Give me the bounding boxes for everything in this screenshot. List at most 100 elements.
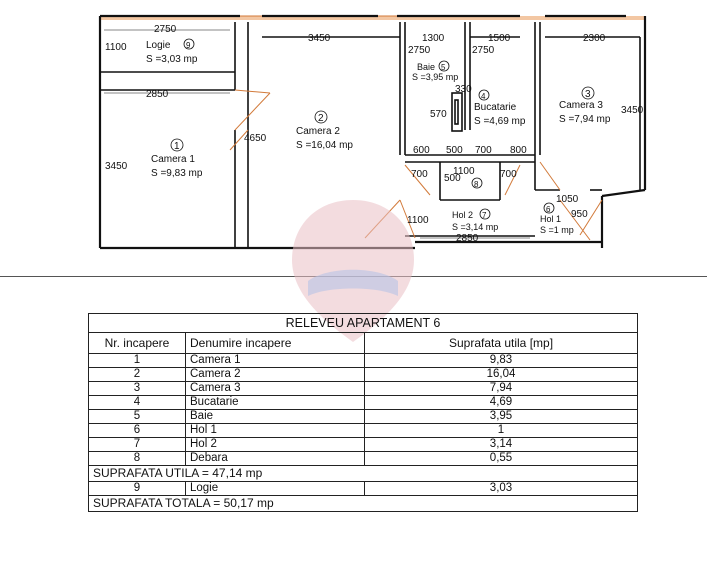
table-row: 2 Camera 2 16,04 [88,367,638,382]
dim-500-debara: 500 [444,173,461,184]
room-number: 2 [318,113,324,124]
dim-500a: 500 [446,145,463,156]
row-nr: 6 [88,423,186,438]
outer-walls [98,14,647,250]
interior-walls [100,22,641,248]
table-row: 4 Bucatarie 4,69 [88,395,638,410]
header-name: Denumire incapere [185,332,365,354]
row-name: Camera 2 [185,367,365,382]
dim-600: 600 [413,145,430,156]
row-nr: 7 [88,437,186,452]
table-title: RELEVEU APARTAMENT 6 [88,313,638,333]
row-nr: 8 [88,451,186,466]
row-area: 3,03 [364,481,638,496]
dim-330: 330 [455,84,472,95]
room-name: Camera 1 [151,154,195,165]
dim-2750-top: 2750 [154,24,177,35]
row-nr: 4 [88,395,186,410]
dim-570: 570 [430,109,447,120]
dim-2300: 2300 [583,33,606,44]
dim-3450-left: 3450 [105,161,128,172]
row-name: Camera 1 [185,353,365,368]
room-name: Camera 3 [559,100,603,111]
row-area: 9,83 [364,353,638,368]
room-number: 9 [186,41,191,50]
row-name: Logie [185,481,365,496]
room-area: S =16,04 mp [296,140,353,151]
logie-balcony-edge [100,16,645,20]
dim-950: 950 [571,209,588,220]
floor-plan: 2750 1100 3450 1300 2750 1500 2750 2300 … [98,14,647,250]
dim-2850-bottom: 2850 [456,233,479,244]
room-area: S =7,94 mp [559,114,611,125]
dim-3450-c3: 3450 [621,105,644,116]
room-area: S =4,69 mp [474,116,526,127]
row-nr: 5 [88,409,186,424]
dim-3450-top: 3450 [308,33,331,44]
total-utila: SUPRAFATA UTILA = 47,14 mp [88,465,638,482]
room-camera-1: 1 Camera 1 S =9,83 mp [151,138,203,179]
table-row: 8 Debara 0,55 [88,451,638,466]
row-area: 3,14 [364,437,638,452]
header-area: Suprafata utila [mp] [364,332,638,354]
room-area: S =9,83 mp [151,168,203,179]
dim-700a: 700 [475,145,492,156]
dim-700-right: 700 [500,169,517,180]
room-number: 8 [474,180,479,189]
dim-1100-debara: 1100 [453,166,475,177]
dim-4650: 4650 [244,133,267,144]
table-row: 1 Camera 1 9,83 [88,353,638,368]
releveu-table: RELEVEU APARTAMENT 6 Nr. incapere Denumi… [88,313,638,512]
room-name: Baie [417,62,435,72]
room-number: 4 [481,92,486,101]
dim-1300: 1300 [422,33,445,44]
row-area: 4,69 [364,395,638,410]
room-number: 7 [482,211,487,220]
row-name: Camera 3 [185,381,365,396]
row-name: Baie [185,409,365,424]
dimensions: 2750 1100 3450 1300 2750 1500 2750 2300 … [104,24,644,244]
row-area: 0,55 [364,451,638,466]
room-name: Bucatarie [474,102,517,113]
table-row: 3 Camera 3 7,94 [88,381,638,396]
table-row-logie: 9 Logie 3,03 [88,481,638,496]
room-area: S =3,14 mp [452,222,498,232]
row-name: Hol 2 [185,437,365,452]
room-area: S =3,95 mp [412,72,458,82]
header-nr: Nr. incapere [88,332,186,354]
dim-2850-top: 2850 [146,89,169,100]
room-number: 1 [174,141,180,152]
table-row: 6 Hol 1 1 [88,423,638,438]
row-area: 7,94 [364,381,638,396]
room-debara: 8 [471,177,483,189]
dim-1050: 1050 [556,194,579,205]
room-bucatarie: 4 Bucatarie S =4,69 mp [474,89,526,127]
room-name: Hol 1 [540,214,561,224]
row-nr: 3 [88,381,186,396]
room-area: S =1 mp [540,225,574,235]
room-baie: Baie 5 S =3,95 mp [412,60,458,82]
dim-1500: 1500 [488,33,511,44]
row-name: Hol 1 [185,423,365,438]
row-area: 1 [364,423,638,438]
room-camera-3: 3 Camera 3 S =7,94 mp [559,86,611,125]
row-name: Bucatarie [185,395,365,410]
room-number: 5 [441,63,446,72]
row-name: Debara [185,451,365,466]
room-name: Logie [146,40,171,51]
dim-800: 800 [510,145,527,156]
room-camera-2: 2 Camera 2 S =16,04 mp [296,110,353,151]
row-area: 16,04 [364,367,638,382]
room-number: 3 [585,89,591,100]
room-name: Camera 2 [296,126,340,137]
section-divider [0,276,707,277]
room-number: 6 [546,205,551,214]
dim-2750-baie: 2750 [408,45,431,56]
dim-1100-logie: 1100 [105,42,127,53]
row-nr: 9 [88,481,186,496]
dim-700-left: 700 [411,169,428,180]
room-hol-2: Hol 2 7 S =3,14 mp [452,208,498,232]
room-logie: Logie 9 S =3,03 mp [146,38,198,65]
dim-2750-buc: 2750 [472,45,495,56]
table-row: 5 Baie 3,95 [88,409,638,424]
